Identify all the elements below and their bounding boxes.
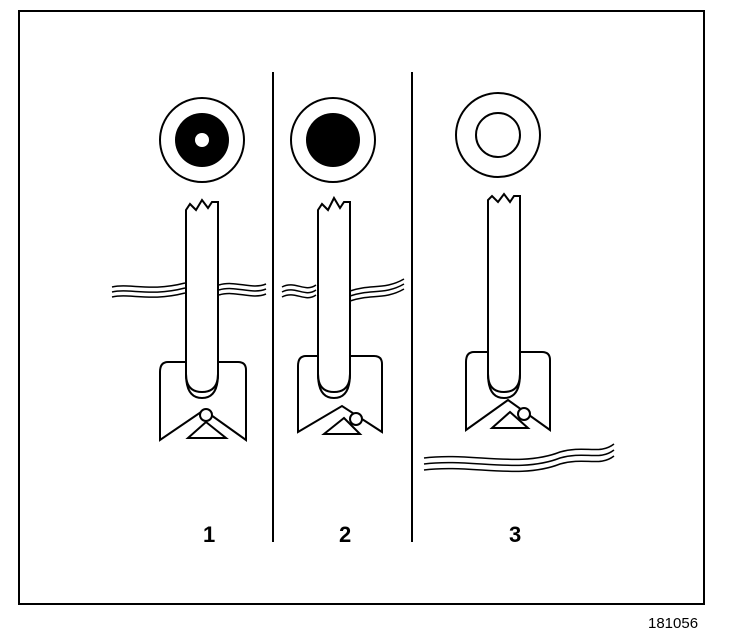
panel-1-drawing [111,97,267,442]
outer-frame [18,10,705,605]
indicator-3-icon [455,92,541,178]
indicator-1-icon [159,97,245,183]
float-rod-2 [317,195,351,394]
contact-triangle-2 [321,416,363,435]
panel-label-1: 1 [203,522,216,547]
switch-housing-2 [297,355,383,434]
panel-label-3: 3 [509,522,522,547]
contact-ball-1 [199,408,213,422]
panel-3-drawing [423,92,615,473]
panel-label-2: 2 [339,522,352,547]
contact-triangle-1 [185,420,229,439]
switch-housing-3 [465,351,551,432]
contact-triangle-3 [489,410,531,429]
panel-2-drawing [281,97,405,435]
float-rod-3 [487,192,521,394]
contact-ball-3 [517,407,531,421]
indicator-2-icon [290,97,376,183]
contact-ball-2 [349,412,363,426]
liquid-level-3 [423,443,615,473]
float-rod-1 [185,198,219,394]
liquid-level-1 [111,282,267,298]
figure-reference-code: 181056 [648,615,699,632]
liquid-level-2 [281,278,405,302]
